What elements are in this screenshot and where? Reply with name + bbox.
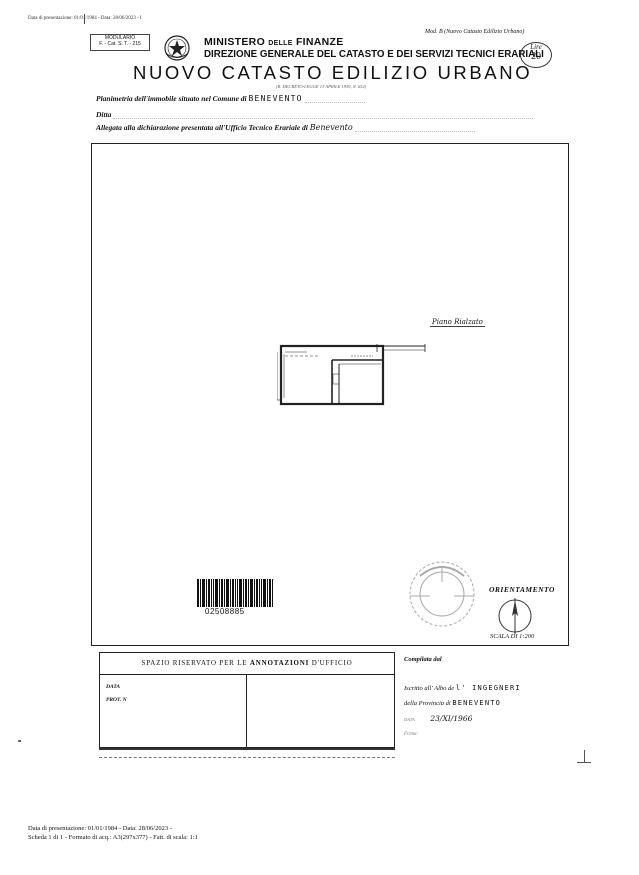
ditta-dotted-line [113, 118, 534, 119]
province-label: della Provincia di [404, 700, 451, 707]
compiled-by-label: Compilata dal [404, 656, 442, 663]
ditta-label: Ditta [96, 110, 112, 119]
barcode-number: 02508885 [205, 607, 245, 616]
compiled-date-value: 23/XI/1966 [430, 714, 473, 723]
right-margin-mark [577, 762, 591, 763]
signature-row: Firma: [404, 730, 418, 737]
province-row: della Provincia di BENEVENTO [404, 699, 501, 707]
model-reference: Mod. B (Nuovo Catasto Edilizio Urbano) [425, 29, 525, 35]
compiled-date-label: DATA [404, 717, 415, 722]
compiled-date-row: DATA 23/XI/1966 [404, 714, 472, 723]
footer-line-2: Scheda 1 di 1 - Formato di acq.: A3(297x… [28, 834, 198, 841]
allegata-label: Allegata alla dichiarazione presentata a… [96, 123, 308, 132]
albo-value: l' INGEGNERI [455, 684, 521, 692]
compass-icon [498, 598, 532, 634]
ministry-heading: MINISTERO DELLE FINANZE [204, 36, 344, 48]
office-annotations-box: SPAZIO RISERVATO PER LE ANNOTAZIONI D'UF… [99, 652, 395, 748]
annotations-heading: SPAZIO RISERVATO PER LE ANNOTAZIONI D'UF… [100, 653, 394, 675]
left-margin-mark [18, 740, 21, 742]
bottom-dashed-rule [99, 757, 395, 759]
annotations-divider [246, 674, 247, 748]
annotations-heading-a: SPAZIO RISERVATO PER LE [141, 659, 248, 667]
modulario-line2: F. - Cat. S. T. - 215 [99, 41, 141, 47]
tax-stamp: Lire 20 [520, 42, 552, 68]
top-margin-mark [84, 14, 85, 24]
footer-line-1: Data di presentazione: 01/01/1984 - Data… [28, 825, 172, 832]
comune-value: BENEVENTO [248, 94, 303, 103]
albo-label: Iscritto all' Albo de [404, 685, 455, 692]
right-margin-mark-vertical [584, 750, 585, 762]
floor-plan-frame [91, 143, 569, 646]
modulario-line1: MODULARIO [104, 35, 136, 41]
republic-emblem-icon [164, 35, 190, 61]
tax-stamp-label: Lire [530, 43, 542, 51]
ministry-delle: DELLE [268, 40, 293, 47]
direction-heading: DIREZIONE GENERALE DEL CATASTO E DEI SER… [204, 48, 544, 60]
ufficio-value: Benevento [309, 123, 353, 132]
barcode-icon [197, 579, 273, 607]
modulario-box: MODULARIO F. - Cat. S. T. - 215 [90, 34, 150, 51]
ufficio-dotted-line [354, 131, 475, 132]
scale-label: SCALA DI 1:200 [490, 633, 535, 640]
signature-label: Firma: [404, 732, 419, 737]
floor-label: Piano Rialzato [430, 318, 485, 327]
tax-stamp-value: 20 [531, 51, 541, 62]
ministry-word: MINISTERO [204, 36, 266, 48]
planimetria-row: Planimetria dell'immobile situato nel Co… [96, 94, 365, 103]
annotations-prot-label: PROT. N [106, 697, 127, 703]
ditta-row: Ditta [96, 110, 534, 119]
annotations-data-label: DATA [106, 684, 121, 690]
floor-plan-drawing [277, 344, 426, 406]
ministry-finanze: FINANZE [295, 36, 344, 48]
planimetria-label: Planimetria dell'immobile situato nel Co… [96, 94, 247, 103]
decree-note: (R. DECRETO-LEGGE 13 APRILE 1939, N. 652… [276, 84, 367, 89]
annotations-heading-b: ANNOTAZIONI [249, 659, 310, 667]
orientation-label: ORIENTAMENTO [489, 585, 555, 594]
office-seal-icon [409, 561, 475, 627]
province-value: BENEVENTO [452, 699, 502, 707]
bottom-rule [99, 748, 395, 750]
annotations-heading-c: D'UFFICIO [311, 659, 353, 667]
comune-dotted-line [304, 102, 365, 103]
albo-row: Iscritto all' Albo de l' INGEGNERI [404, 684, 521, 692]
allegata-row: Allegata alla dichiarazione presentata a… [96, 123, 475, 132]
document-title: NUOVO CATASTO EDILIZIO URBANO [133, 62, 533, 83]
